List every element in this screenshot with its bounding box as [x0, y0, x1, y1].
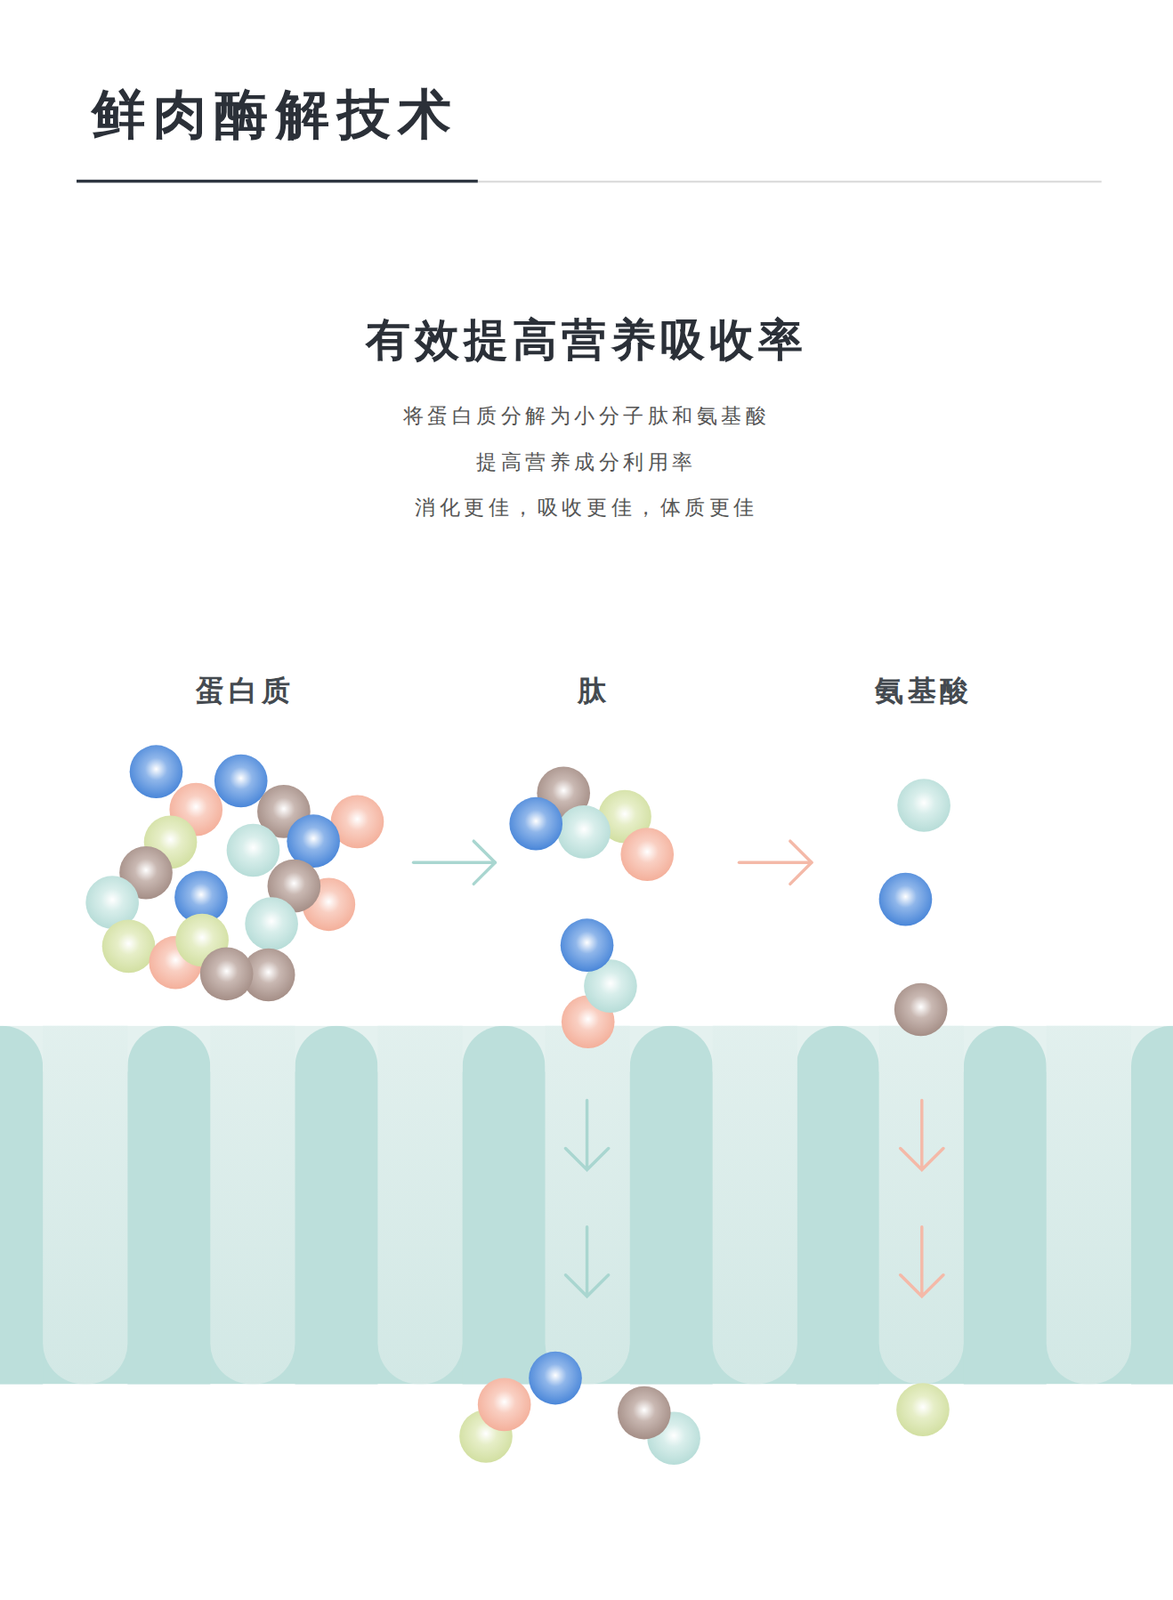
- down-arrow: [900, 1227, 944, 1297]
- page-title: 鲜肉酶解技术: [91, 79, 460, 151]
- molecule-ball: [620, 827, 674, 882]
- stage-group: 肽: [500, 671, 688, 1060]
- molecule-ball: [477, 1378, 532, 1432]
- flow-arrow: [738, 841, 811, 884]
- molecule-ball: [897, 778, 951, 833]
- villus: [963, 1026, 1047, 1385]
- villus-gap: [377, 1026, 462, 1385]
- villus-gap: [1046, 1026, 1132, 1385]
- molecule-ball: [528, 1351, 583, 1406]
- stage-group: 氨基酸: [837, 671, 1012, 1040]
- villus: [1131, 1026, 1173, 1385]
- molecule-ball: [244, 897, 299, 951]
- title-rule: [477, 180, 1102, 183]
- villus: [796, 1026, 880, 1385]
- absorb-arrows: [565, 1100, 943, 1297]
- stage-heading: 氨基酸: [837, 671, 1012, 712]
- molecule-ball: [226, 824, 281, 878]
- villus: [630, 1026, 713, 1385]
- molecule-ball: [557, 805, 611, 859]
- molecule-ball: [894, 983, 948, 1037]
- villus: [462, 1026, 546, 1385]
- title-rule-accent: [76, 179, 478, 183]
- villus: [0, 1026, 43, 1385]
- molecule-ball: [896, 1383, 950, 1437]
- stage-heading: 肽: [500, 671, 688, 712]
- down-arrow: [565, 1100, 608, 1171]
- villus-gap: [210, 1026, 295, 1385]
- down-arrow: [565, 1227, 608, 1297]
- molecule-ball: [509, 797, 563, 851]
- down-arrow: [900, 1100, 944, 1171]
- stage-heading: 蛋白质: [81, 671, 409, 712]
- description-line: 将蛋白质分解为小分子肽和氨基酸: [0, 402, 1173, 430]
- villus-gap: [712, 1026, 798, 1385]
- molecule-ball: [200, 946, 254, 1001]
- subtitle: 有效提高营养吸收率: [0, 310, 1173, 372]
- intestine-band: [0, 1026, 1173, 1385]
- molecule-ball: [129, 744, 184, 799]
- villus-gap: [545, 1026, 631, 1385]
- villus: [295, 1026, 379, 1385]
- flow-arrow: [413, 841, 496, 884]
- molecule-ball: [879, 873, 933, 927]
- molecule-ball: [214, 754, 268, 809]
- description-line: 消化更佳，吸收更佳，体质更佳: [0, 493, 1173, 522]
- description-line: 提高营养成分利用率: [0, 448, 1173, 477]
- molecule-ball: [102, 920, 156, 974]
- villus-gap: [879, 1026, 964, 1385]
- molecule-ball: [617, 1386, 672, 1440]
- villus-gap: [42, 1026, 128, 1385]
- molecule-ball: [560, 918, 615, 972]
- villus: [127, 1026, 211, 1385]
- stage-group: 蛋白质: [81, 671, 409, 1010]
- molecule-balls: [85, 744, 951, 1465]
